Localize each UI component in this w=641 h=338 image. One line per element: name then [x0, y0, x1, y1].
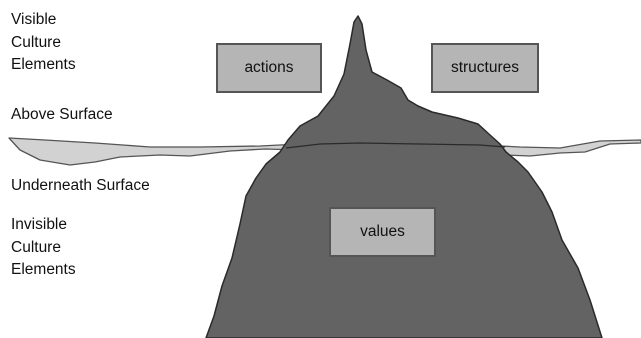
structures-box: structures	[431, 43, 539, 93]
visible-culture-elements-label: Visible Culture Elements	[11, 9, 151, 77]
invisible-label-line: Elements	[11, 261, 76, 278]
underneath-surface-label: Underneath Surface	[11, 177, 150, 194]
waterline	[285, 142, 506, 149]
invisible-label-line: Culture	[11, 238, 61, 256]
visible-label-line: Culture	[11, 33, 61, 51]
water-surface	[8, 137, 641, 166]
above-surface-label: Above Surface	[11, 106, 113, 123]
actions-box: actions	[216, 43, 322, 93]
visible-label-line: Elements	[11, 56, 76, 73]
visible-label-line: Visible	[11, 11, 57, 28]
invisible-culture-elements-label: Invisible Culture Elements	[11, 214, 151, 282]
values-box: values	[329, 207, 436, 257]
iceberg-shape	[205, 15, 603, 338]
invisible-label-line: Invisible	[11, 216, 67, 233]
